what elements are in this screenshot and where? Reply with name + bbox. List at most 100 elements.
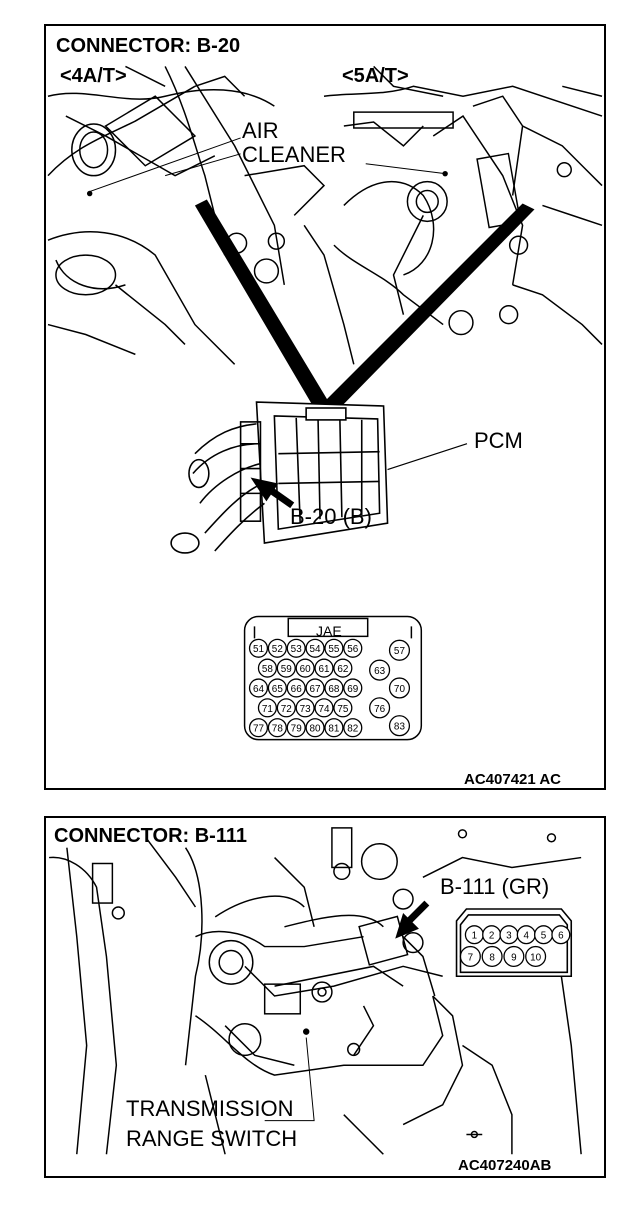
connector-label-b111: B-111 (GR) xyxy=(440,874,550,899)
pin-1-label: 1 xyxy=(472,931,478,942)
pin-77-circle xyxy=(248,718,269,738)
pin-67-label: 67 xyxy=(310,684,322,695)
pin-65-circle xyxy=(267,678,287,698)
pin-62-circle xyxy=(333,658,353,678)
pin-66-label: 66 xyxy=(291,684,303,695)
pin-67-circle xyxy=(305,678,325,698)
pin-78-circle xyxy=(267,718,287,738)
pin-54-label: 54 xyxy=(310,644,322,655)
pin-6-circle xyxy=(551,925,571,945)
switch-label-line2: RANGE SWITCH xyxy=(126,1126,298,1151)
pin-68-circle xyxy=(324,678,344,698)
pcm-unit xyxy=(170,401,389,554)
pin-68-label: 68 xyxy=(328,684,340,695)
pin-82-circle xyxy=(343,718,363,738)
pin-9-label: 9 xyxy=(511,952,517,963)
air-cleaner-label-line1: AIR xyxy=(242,118,279,143)
pin-58-circle xyxy=(257,658,277,678)
pin-51-label: 51 xyxy=(253,644,265,655)
pin-56-circle xyxy=(343,638,363,658)
pin-53-label: 53 xyxy=(291,644,303,655)
pin-75-circle xyxy=(333,698,353,718)
pin-2-label: 2 xyxy=(489,931,495,942)
pin-76-circle xyxy=(369,697,391,719)
pin-75-label: 75 xyxy=(337,704,349,715)
pin-61-circle xyxy=(314,658,334,678)
pin-64-label: 64 xyxy=(253,684,265,695)
pin-77-label: 77 xyxy=(253,724,265,735)
pin-71-label: 71 xyxy=(262,704,274,715)
pin-58-label: 58 xyxy=(262,664,274,675)
panel-title: CONNECTOR: B-111 xyxy=(54,825,248,847)
pin-52-label: 52 xyxy=(272,644,284,655)
pin-53-circle xyxy=(286,638,306,658)
pin-73-circle xyxy=(295,698,315,718)
pin-83-circle xyxy=(388,715,411,737)
pin-81-label: 81 xyxy=(328,724,340,735)
variant-label-5at: <5A/T> xyxy=(342,65,409,87)
connector-b20-face xyxy=(243,615,423,741)
pin-8-label: 8 xyxy=(489,952,495,963)
pin-70-label: 70 xyxy=(394,684,406,695)
air-cleaner-label-line2: CLEANER xyxy=(242,142,346,167)
pin-73-label: 73 xyxy=(300,704,312,715)
pcm-label: PCM xyxy=(474,428,523,453)
pin-79-circle xyxy=(286,718,306,738)
maker-label: JAE xyxy=(316,623,342,639)
pin-72-label: 72 xyxy=(281,704,293,715)
pin-8-circle xyxy=(481,945,503,967)
pin-72-circle xyxy=(276,698,296,718)
pin-74-circle xyxy=(314,698,334,718)
pin-60-circle xyxy=(295,658,315,678)
pin-10-circle xyxy=(525,945,547,967)
pin-69-circle xyxy=(343,678,363,698)
pin-60-label: 60 xyxy=(300,664,312,675)
pin-70-circle xyxy=(388,677,411,699)
pin-79-label: 79 xyxy=(291,724,303,735)
switch-label-line1: TRANSMISSION xyxy=(126,1096,294,1121)
pin-80-label: 80 xyxy=(310,724,322,735)
pin-59-label: 59 xyxy=(281,664,293,675)
pin-6-label: 6 xyxy=(558,931,564,942)
pin-69-label: 69 xyxy=(347,684,359,695)
engine-bay-illustration: 51 52 53 54 55 56 58 59 60 61 62 64 65 66 67 68 69 71 72 73… xyxy=(47,65,603,741)
pin-63-circle xyxy=(369,659,391,681)
pin-62-label: 62 xyxy=(337,664,349,675)
variant-label-4at: <4A/T> xyxy=(60,65,127,87)
pin-65-label: 65 xyxy=(272,684,284,695)
panel-title: CONNECTOR: B-20 xyxy=(56,35,241,57)
pin-78-label: 78 xyxy=(272,724,284,735)
pin-66-circle xyxy=(286,678,306,698)
pin-51-circle xyxy=(248,638,269,658)
pin-10-label: 10 xyxy=(530,952,541,963)
pin-71-circle xyxy=(257,698,277,718)
pin-80-circle xyxy=(305,718,325,738)
pin-64-circle xyxy=(248,678,269,698)
pin-3-label: 3 xyxy=(506,931,512,942)
pin-63-label: 63 xyxy=(374,666,386,677)
pin-54-circle xyxy=(305,638,325,658)
pin-55-circle xyxy=(324,638,344,658)
pin-9-circle xyxy=(503,945,525,967)
pin-55-label: 55 xyxy=(328,644,340,655)
pin-57-circle xyxy=(388,639,411,661)
pin-4-label: 4 xyxy=(524,931,530,942)
pin-81-circle xyxy=(324,718,344,738)
pin-7-label: 7 xyxy=(468,952,474,963)
pin-61-label: 61 xyxy=(318,664,330,675)
pin-83-label: 83 xyxy=(394,722,406,733)
callout-wedge-right xyxy=(322,203,535,408)
connector-b20-panel: 51 52 53 54 55 56 58 59 60 61 62 64 65 66 67 68 69 71 72 73… xyxy=(44,24,606,790)
figure-code: AC407421 AC xyxy=(464,771,561,788)
pin-56-label: 56 xyxy=(347,644,359,655)
connector-label-b20: B-20 (B) xyxy=(290,504,372,529)
pin-52-circle xyxy=(267,638,287,658)
pin-59-circle xyxy=(276,658,296,678)
pin-74-label: 74 xyxy=(318,704,330,715)
figure-code: AC407240AB xyxy=(458,1157,552,1174)
pin-5-label: 5 xyxy=(541,931,547,942)
pin-57-label: 57 xyxy=(394,646,406,657)
